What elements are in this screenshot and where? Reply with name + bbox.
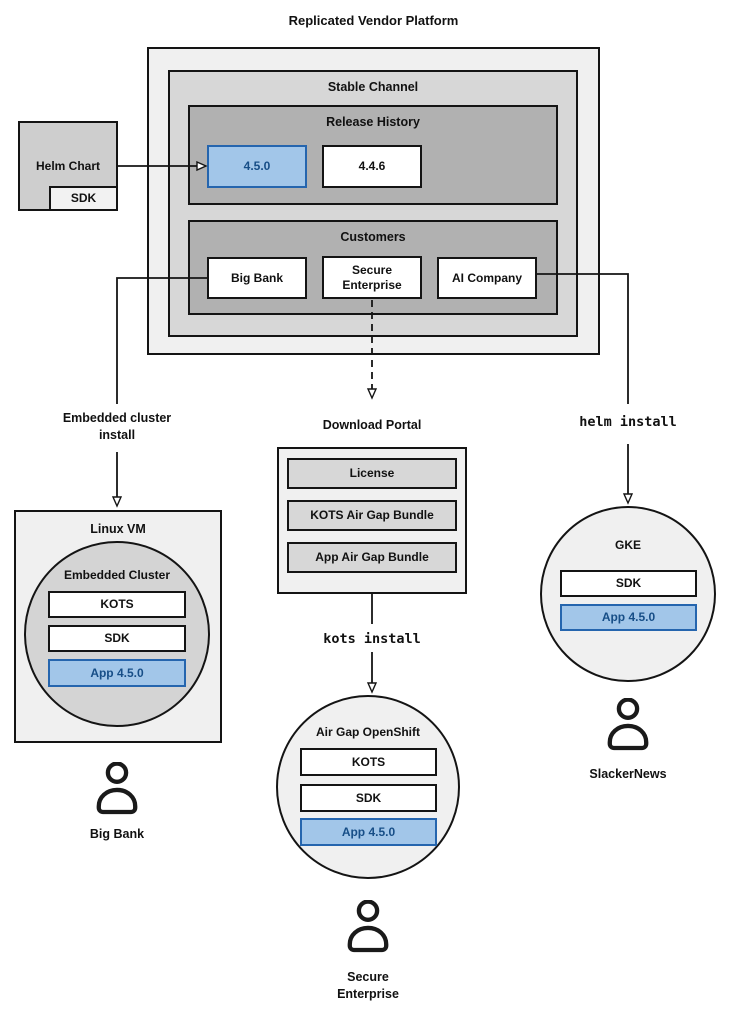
- portal-kots-bundle-box: KOTS Air Gap Bundle: [287, 500, 457, 531]
- customer-secure-enterprise-box: Secure Enterprise: [322, 256, 422, 299]
- gke-label: GKE: [614, 538, 641, 552]
- os-sdk-box: SDK: [300, 784, 437, 812]
- kots-install-command: kots install: [323, 631, 421, 647]
- release-450-box: 4.5.0: [207, 145, 307, 188]
- ec-kots-box: KOTS: [48, 591, 186, 618]
- portal-app-bundle-box: App Air Gap Bundle: [287, 542, 457, 573]
- release-446-box: 4.4.6: [322, 145, 422, 188]
- embedded-cluster-label: Embedded Cluster: [63, 568, 171, 582]
- secure-enterprise-user-label: Secure Enterprise: [337, 970, 399, 1001]
- slackernews-user-icon: [607, 698, 649, 751]
- helm-chart-sdk-box: SDK: [49, 186, 118, 211]
- air-gap-openshift-label: Air Gap OpenShift: [315, 725, 420, 739]
- gke-sdk-box: SDK: [560, 570, 697, 597]
- release-history-label: Release History: [326, 115, 420, 129]
- customers-label: Customers: [340, 230, 406, 244]
- stable-channel-label: Stable Channel: [327, 80, 419, 94]
- ec-app-box: App 4.5.0: [48, 659, 186, 687]
- big-bank-user-label: Big Bank: [89, 827, 145, 841]
- slackernews-user-label: SlackerNews: [589, 767, 667, 781]
- secure-enterprise-user-icon: [347, 900, 389, 953]
- diagram-title: Replicated Vendor Platform: [288, 13, 459, 28]
- customer-big-bank-box: Big Bank: [207, 257, 307, 299]
- portal-license-box: License: [287, 458, 457, 489]
- helm-install-command: helm install: [579, 414, 677, 430]
- embedded-cluster-install-label: Embedded cluster install: [62, 411, 172, 442]
- download-portal-title: Download Portal: [322, 418, 422, 432]
- customer-ai-company-box: AI Company: [437, 257, 537, 299]
- ec-sdk-box: SDK: [48, 625, 186, 652]
- os-app-box: App 4.5.0: [300, 818, 437, 846]
- os-kots-box: KOTS: [300, 748, 437, 776]
- gke-app-box: App 4.5.0: [560, 604, 697, 631]
- big-bank-user-icon: [96, 762, 138, 815]
- linux-vm-label: Linux VM: [90, 522, 146, 536]
